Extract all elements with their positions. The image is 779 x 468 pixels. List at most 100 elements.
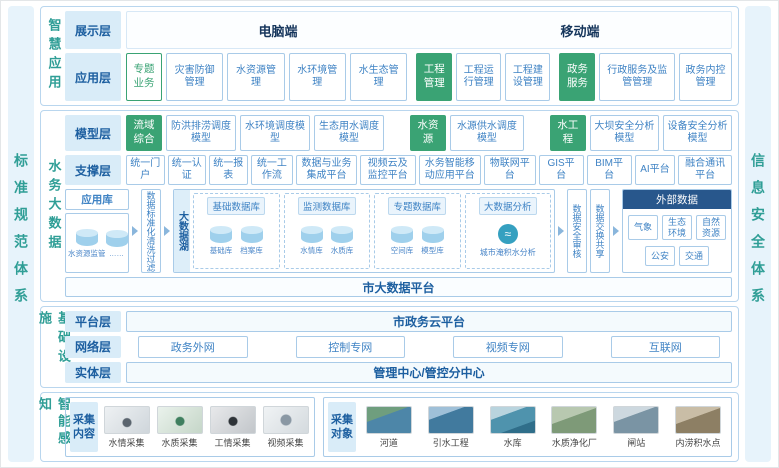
cylinder-caption: 模型库 xyxy=(421,246,444,255)
lake-group-title: 专题数据库 xyxy=(388,197,446,215)
display-layer-row: 展示层 电脑端 移动端 xyxy=(65,11,732,49)
network-item: 控制专网 xyxy=(295,336,405,358)
db-cylinder: 水质库 xyxy=(330,225,354,256)
section-label-smart-applications: 智慧应用 xyxy=(46,18,62,94)
external-item: 生态环境 xyxy=(662,214,692,241)
collection-content-label: 采集内容 xyxy=(70,402,98,452)
diagram-main: 智慧应用 展示层 电脑端 移动端 应用层 专题业务 灾害防御管理 水 xyxy=(37,6,739,462)
app-item: 工程建设管理 xyxy=(505,53,551,101)
figure-caption: 内涝积水点 xyxy=(675,437,721,448)
section-infrastructure: 基础设施 平台层 市政务云平台 网络层 政务外网 控制专网 视频专网 互联网 xyxy=(37,306,739,388)
db-cylinder: 水资源监管 xyxy=(68,228,106,259)
standards-system-bar: 标准规范体系 xyxy=(8,6,34,462)
app-item: 水环境管理 xyxy=(288,53,346,101)
section-label-water-big-data: 水务大数据 xyxy=(46,158,62,254)
platform-layer-row: 平台层 市政务云平台 xyxy=(65,311,732,333)
group-government-services: 政务服务 行政服务及监管管理 政务内控管理 xyxy=(559,53,732,101)
layer-label-support: 支撑层 xyxy=(65,155,121,185)
app-item: 工程运行管理 xyxy=(456,53,502,101)
support-item: 融合通讯平台 xyxy=(678,155,733,185)
model-item: 设备安全分析模型 xyxy=(662,115,733,151)
lake-body: 基础数据库 基础库 档案库 xyxy=(190,190,554,272)
water-diversion-project-photo xyxy=(427,405,474,434)
app-item: 水生态管理 xyxy=(349,53,408,101)
pc-terminal-label: 电脑端 xyxy=(258,23,298,39)
database-cylinder-icon xyxy=(391,226,413,243)
figure-caption: 引水工程 xyxy=(432,437,469,448)
support-item: 统一门户 xyxy=(126,155,165,185)
collection-figure: 水质采集 xyxy=(155,402,204,452)
model-item: 防洪排涝调度模型 xyxy=(166,115,237,151)
cylinder-caption: 水质库 xyxy=(330,246,354,255)
section-label-infrastructure: 基础设施 xyxy=(37,311,71,368)
lake-group-thematic-db: 专题数据库 空间库 模型库 xyxy=(374,193,461,269)
cylinder-caption: 基础库 xyxy=(209,246,233,255)
reservoir-photo xyxy=(489,405,536,434)
infrastructure-body: 平台层 市政务云平台 网络层 政务外网 控制专网 视频专网 互联网 实体层 管理… xyxy=(65,311,732,383)
flow-arrow-icon xyxy=(558,226,564,236)
group-water-engineering: 水工程 大坝安全分析模型 设备安全分析模型 xyxy=(549,115,733,151)
database-cylinder-icon xyxy=(300,226,323,243)
figure-caption: 工情采集 xyxy=(214,437,251,448)
big-data-lake: 大数据湖 基础数据库 基础库 xyxy=(173,189,555,273)
data-security-audit-strip: 数据安全审核 xyxy=(567,189,587,273)
support-item: 物联网平台 xyxy=(484,155,536,185)
network-item: 政务外网 xyxy=(138,336,248,358)
db-cylinder: …… xyxy=(105,229,128,258)
lake-group-basic-db: 基础数据库 基础库 档案库 xyxy=(193,193,280,269)
model-item: 水环境调度模型 xyxy=(240,115,311,151)
db-cylinder: 空间库 xyxy=(391,225,413,256)
section-water-big-data: 水务大数据 模型层 流域综合 防洪排涝调度模型 水环境调度模型 生态用水调度模型… xyxy=(40,110,739,302)
layer-label-application: 应用层 xyxy=(65,53,121,101)
support-item: 数据与业务集成平台 xyxy=(296,155,357,185)
lake-group-cylinders: 基础库 档案库 xyxy=(210,215,263,266)
gov-cloud-platform-box: 市政务云平台 xyxy=(126,311,732,333)
lake-group-title: 大数据分析 xyxy=(478,197,537,215)
application-groups: 专题业务 灾害防御管理 水资源管理 水环境管理 水生态管理 工程管理 工程运行管… xyxy=(126,53,732,101)
application-database-column: 应用库 水资源监管 …… xyxy=(65,189,129,273)
group-project-management: 工程管理 工程运行管理 工程建设管理 xyxy=(416,53,551,101)
object-figure: 水库 xyxy=(484,402,542,452)
group-basin-comprehensive: 流域综合 防洪排涝调度模型 水环境调度模型 生态用水调度模型 xyxy=(126,115,385,151)
group-thematic-business: 专题业务 灾害防御管理 水资源管理 水环境管理 水生态管理 xyxy=(126,53,408,101)
external-data-items: 气象 生态环境 自然资源 公安 交通 xyxy=(623,209,731,272)
model-item: 大坝安全分析模型 xyxy=(589,115,659,151)
network-item: 视频专网 xyxy=(453,336,563,358)
collection-figure: 工情采集 xyxy=(208,402,257,452)
model-layer-row: 模型层 流域综合 防洪排涝调度模型 水环境调度模型 生态用水调度模型 水资源 水… xyxy=(65,115,733,151)
flow-arrow-icon xyxy=(164,226,170,236)
support-item: AI平台 xyxy=(634,155,676,185)
application-db-header: 应用库 xyxy=(65,189,129,210)
analysis-caption: 城市淹积水分析 xyxy=(479,247,536,257)
water-level-sensor-photo xyxy=(103,405,150,434)
collection-content-box: 采集内容 水情采集 水质采集 工情采集 视频采 xyxy=(65,397,315,457)
model-item: 水源供水调度模型 xyxy=(450,115,524,151)
group-header: 流域综合 xyxy=(126,115,162,151)
support-item: 统一报表 xyxy=(209,155,248,185)
external-data-header: 外部数据 xyxy=(623,190,731,209)
group-header: 专题业务 xyxy=(126,53,162,101)
water-big-data-body: 模型层 流域综合 防洪排涝调度模型 水环境调度模型 生态用水调度模型 水资源 水… xyxy=(65,115,733,297)
support-item: GIS平台 xyxy=(538,155,584,185)
terminal-box: 电脑端 移动端 xyxy=(126,11,732,49)
cylinder-caption: 档案库 xyxy=(240,246,263,255)
collection-figure: 视频采集 xyxy=(261,402,310,452)
group-header: 水资源 xyxy=(410,115,447,151)
app-item: 灾害防御管理 xyxy=(166,53,224,101)
external-item: 气象 xyxy=(628,214,658,241)
database-cylinder-icon xyxy=(331,226,353,243)
app-item: 水资源管理 xyxy=(227,53,285,101)
data-flow-row: 应用库 水资源监管 …… 数据标 xyxy=(65,189,732,273)
application-db-body: 水资源监管 …… xyxy=(65,213,129,273)
data-exchange-share-strip: 数据交换共享 xyxy=(590,189,610,273)
model-groups: 流域综合 防洪排涝调度模型 水环境调度模型 生态用水调度模型 水资源 水源供水调… xyxy=(126,115,733,151)
external-item: 交通 xyxy=(679,246,709,267)
river-photo xyxy=(365,405,412,434)
object-figure: 内涝积水点 xyxy=(669,402,727,452)
support-item: 统一认证 xyxy=(167,155,206,185)
layer-label-display: 展示层 xyxy=(65,11,121,49)
database-cylinder-icon xyxy=(105,229,128,247)
layer-label-entity: 实体层 xyxy=(65,361,121,383)
cylinder-caption: …… xyxy=(109,248,124,258)
section-intelligent-perception: 智能感知 采集内容 水情采集 水质采集 工情采集 xyxy=(37,392,739,462)
